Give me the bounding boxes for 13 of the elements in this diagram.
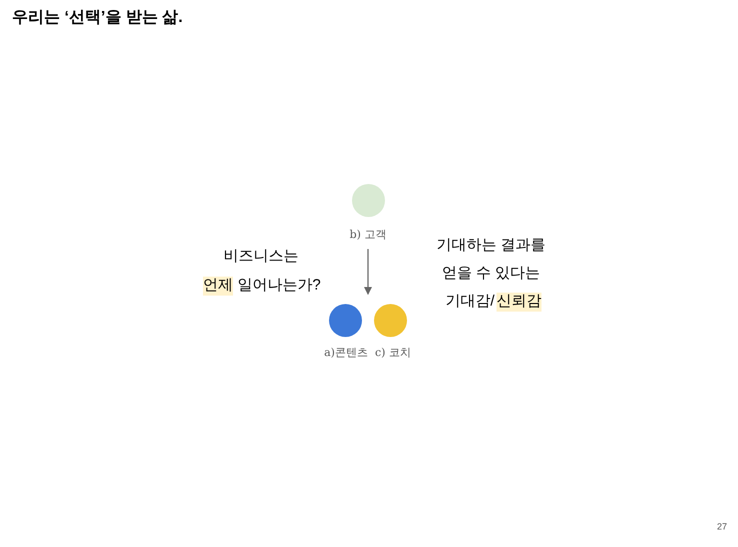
text: 얻을 수 있다는	[442, 264, 540, 284]
text: 비즈니스는	[224, 248, 298, 266]
circle-caption: c) 코치	[375, 344, 411, 361]
text: 언제	[203, 276, 233, 296]
circle-caption: a)콘텐츠	[324, 344, 368, 361]
text: 기대감/	[445, 292, 495, 312]
slide-title: 우리는 ‘선택’을 받는 삶.	[12, 8, 183, 28]
text: 일어나는가?	[237, 276, 321, 296]
arrow	[364, 249, 372, 295]
page-number: 27	[717, 521, 727, 533]
text: 기대하는 결과를	[436, 236, 546, 256]
circle-caption: b) 고객	[350, 226, 386, 243]
text: 신뢰감	[496, 292, 542, 312]
